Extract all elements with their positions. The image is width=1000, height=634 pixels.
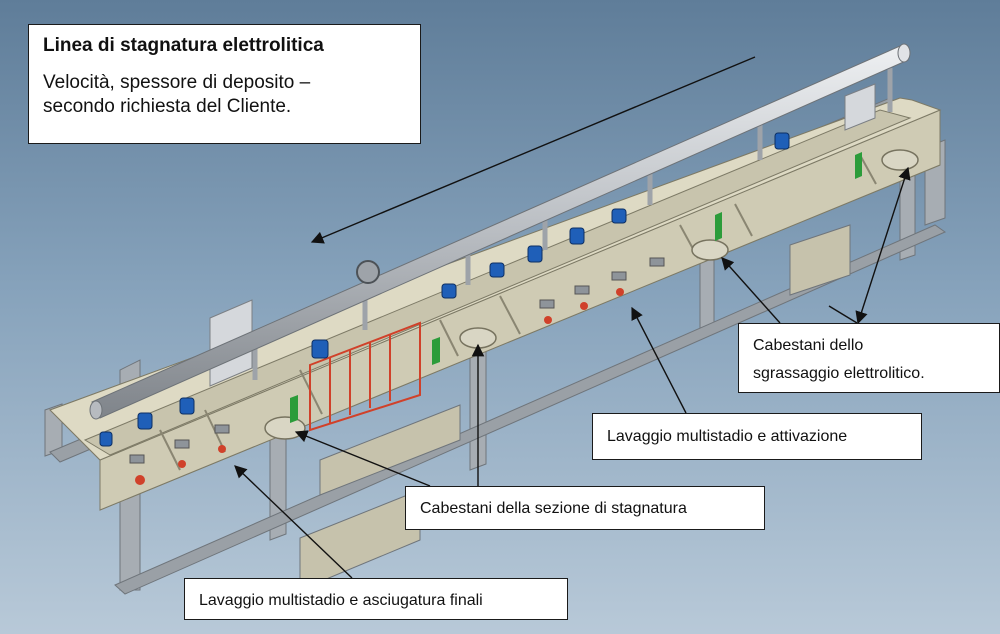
direction-arrow [310, 56, 756, 244]
title-box: Linea di stagnatura elettrolitica Veloci… [28, 24, 421, 144]
red-valves [135, 288, 624, 485]
callout-degreasing-capstans: Cabestani dello sgrassaggio elettrolitic… [738, 323, 1000, 393]
green-plates [290, 152, 862, 423]
callout-pointers [234, 166, 911, 579]
subtitle-line-1: Velocità, spessore di deposito – [43, 72, 311, 93]
anode-rails [309, 321, 421, 432]
callout-tinning-capstans: Cabestani della sezione di stagnatura [405, 486, 765, 530]
callout-wash-activation: Lavaggio multistadio e attivazione [592, 413, 922, 460]
callout-tinning-text: Cabestani della sezione di stagnatura [420, 500, 687, 517]
callout-final-wash-dry: Lavaggio multistadio e asciugatura final… [184, 578, 568, 620]
subtitle-line-2: secondo richiesta del Cliente. [43, 96, 292, 117]
header-pipe [89, 43, 911, 420]
diagram-title: Linea di stagnatura elettrolitica [43, 35, 324, 56]
callout-final-text: Lavaggio multistadio e asciugatura final… [199, 592, 483, 609]
callout-wash-activation-text: Lavaggio multistadio e attivazione [607, 428, 848, 445]
callout-degreasing-line-2: sgrassaggio elettrolitico. [753, 365, 925, 382]
callout-degreasing-line-1: Cabestani dello [753, 337, 864, 354]
pumps [99, 132, 790, 447]
flange-wheel [356, 260, 380, 284]
spray-fittings [129, 257, 665, 464]
